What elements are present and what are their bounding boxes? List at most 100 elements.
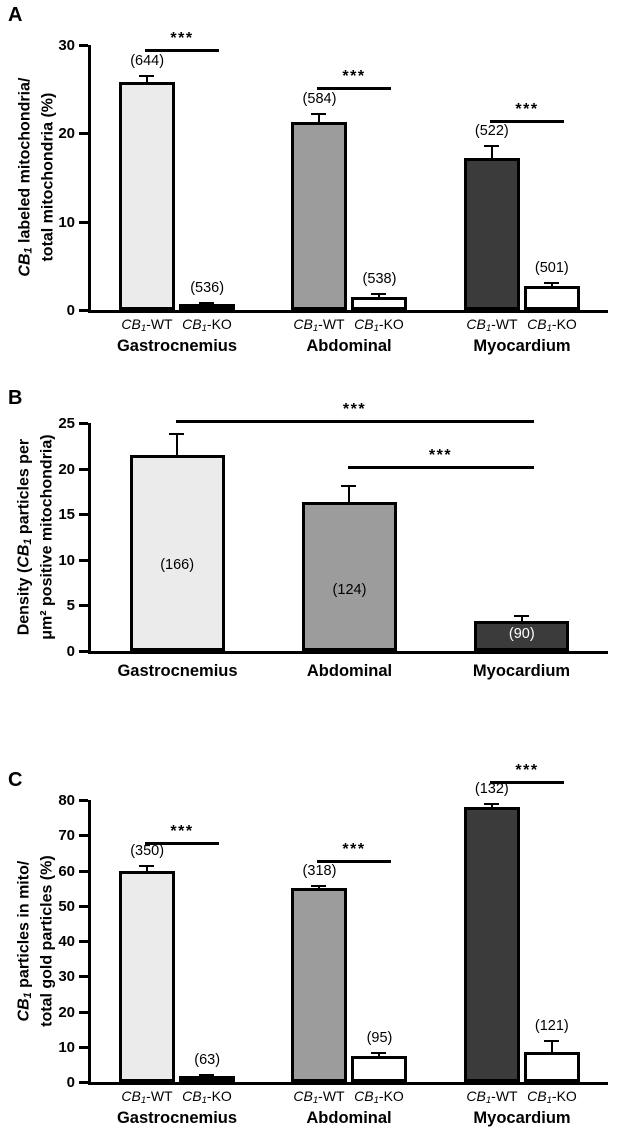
error-bar <box>206 1074 209 1079</box>
y-tick <box>79 422 88 425</box>
y-tick-label: 20 <box>58 125 75 143</box>
y-tick <box>79 513 88 517</box>
y-tick <box>79 44 88 47</box>
x-axis <box>88 1082 608 1085</box>
error-bar <box>176 433 179 458</box>
n-count-label: (538) <box>362 271 397 288</box>
bar-abdominal-cb1-wt: (584) <box>291 91 348 310</box>
x-axis <box>88 310 608 313</box>
bar-myocardium-cb1-ko: (501) <box>523 260 580 310</box>
y-axis-label-text: CB1 labeled mitochondria/total mitochond… <box>15 78 57 277</box>
panel-a: A CB1 labeled mitochondria/total mitocho… <box>0 0 630 383</box>
error-bar-cap <box>543 1039 559 1042</box>
bar-group-myocardium: (90) <box>474 615 570 651</box>
y-tick-label: 10 <box>58 213 75 231</box>
error-bar <box>348 485 351 506</box>
x-tick-label-cb1-wt: CB1-WT <box>466 316 518 334</box>
n-count-label: (132) <box>474 780 509 797</box>
significance-stars: *** <box>428 446 453 464</box>
error-bar-cap <box>483 144 499 147</box>
group-label-myocardium: Myocardium <box>473 1109 571 1127</box>
y-tick-label: 0 <box>66 1074 75 1091</box>
panel-b-letter: B <box>8 387 23 409</box>
y-axis <box>88 800 91 1085</box>
bar-group-myocardium: (522) (501) <box>463 123 580 310</box>
n-count-label: (63) <box>194 1052 221 1069</box>
panel-c-letter: C <box>8 769 23 791</box>
y-axis-label: CB1 labeled mitochondria/total mitochond… <box>8 45 64 310</box>
bar-group-abdominal: (584) (538) <box>291 91 408 310</box>
y-tick-label: 80 <box>58 792 75 809</box>
n-count-label: (584) <box>302 91 337 108</box>
n-count-label: (95) <box>366 1030 393 1047</box>
error-bar-cap <box>341 485 357 488</box>
bar-myocardium-cb1-wt: (132) <box>463 781 520 1082</box>
n-count-label: (121) <box>534 1017 569 1034</box>
y-tick <box>79 975 88 979</box>
n-count-label: (644) <box>130 53 165 70</box>
y-tick-label: 30 <box>58 968 75 986</box>
y-tick-label: 30 <box>58 37 75 54</box>
y-tick <box>79 940 88 943</box>
error-bar <box>318 884 321 892</box>
x-axis <box>88 651 608 654</box>
significance-stars: *** <box>515 101 539 119</box>
group-label-myocardium: Myocardium <box>473 337 571 355</box>
error-bar-cap <box>139 75 155 78</box>
significance-stars: *** <box>170 30 194 48</box>
n-count-label: (501) <box>534 259 569 276</box>
error-bar-cap <box>139 865 155 868</box>
significance-line <box>347 465 534 469</box>
x-tick-label-cb1-ko: CB1-KO <box>182 1088 232 1106</box>
error-bar <box>490 802 493 811</box>
x-tick-label-cb1-ko: CB1-KO <box>354 1088 404 1106</box>
significance-stars: *** <box>342 67 366 85</box>
n-count-label: (124) <box>332 581 367 598</box>
y-tick-label: 5 <box>66 597 75 615</box>
group-label-gastrocnemius: Gastrocnemius <box>117 662 238 680</box>
panel-c: C CB1 particles in mito/total gold parti… <box>0 762 630 1148</box>
significance-line <box>317 859 391 863</box>
y-tick-label: 40 <box>58 933 75 950</box>
bar-group-gastrocnemius: (350)(63) <box>119 843 236 1082</box>
x-tick-label-cb1-wt: CB1-WT <box>121 1088 173 1106</box>
panel-a-letter: A <box>8 4 23 26</box>
y-tick <box>79 1010 88 1014</box>
bar-group-gastrocnemius: (644) (536) <box>119 53 236 310</box>
error-bar <box>550 281 553 290</box>
y-tick-label: 70 <box>58 827 75 845</box>
y-tick-label: 20 <box>58 1003 75 1021</box>
plot-area: (350)(63) (318) (95) (132) (121) <box>91 781 608 1082</box>
bar-abdominal: (124) <box>301 485 397 651</box>
n-count-label: (536) <box>190 280 225 297</box>
error-bar-cap <box>199 302 215 305</box>
y-tick-label: 0 <box>66 643 75 660</box>
error-bar <box>318 113 321 125</box>
plot-area: (644) (536) (584) (538) (522) (501) <box>91 45 608 310</box>
y-tick-label: 60 <box>58 862 75 880</box>
bar-gastrocnemius-cb1-ko: (536) <box>179 280 236 310</box>
group-label-gastrocnemius: Gastrocnemius <box>116 1109 238 1127</box>
significance-line <box>175 420 534 424</box>
y-tick <box>79 467 88 471</box>
bar-gastrocnemius-cb1-ko: (63) <box>179 1052 236 1082</box>
significance-stars: *** <box>170 823 194 841</box>
bar-abdominal-cb1-wt: (318) <box>291 863 348 1082</box>
error-bar <box>520 615 523 624</box>
y-tick-label: 50 <box>58 897 75 915</box>
error-bar-cap <box>543 281 559 284</box>
y-tick <box>79 558 88 562</box>
error-bar <box>146 865 149 874</box>
significance-line <box>145 842 219 846</box>
y-tick <box>79 220 88 224</box>
y-tick <box>79 604 88 608</box>
n-count-label: (522) <box>474 122 509 139</box>
significance-line <box>145 49 219 53</box>
y-tick-label: 10 <box>58 1038 75 1056</box>
bar-gastrocnemius: (166) <box>129 433 225 651</box>
error-bar <box>378 293 381 300</box>
bar-group-myocardium: (132) (121) <box>463 781 580 1082</box>
group-label-gastrocnemius: Gastrocnemius <box>116 337 238 355</box>
